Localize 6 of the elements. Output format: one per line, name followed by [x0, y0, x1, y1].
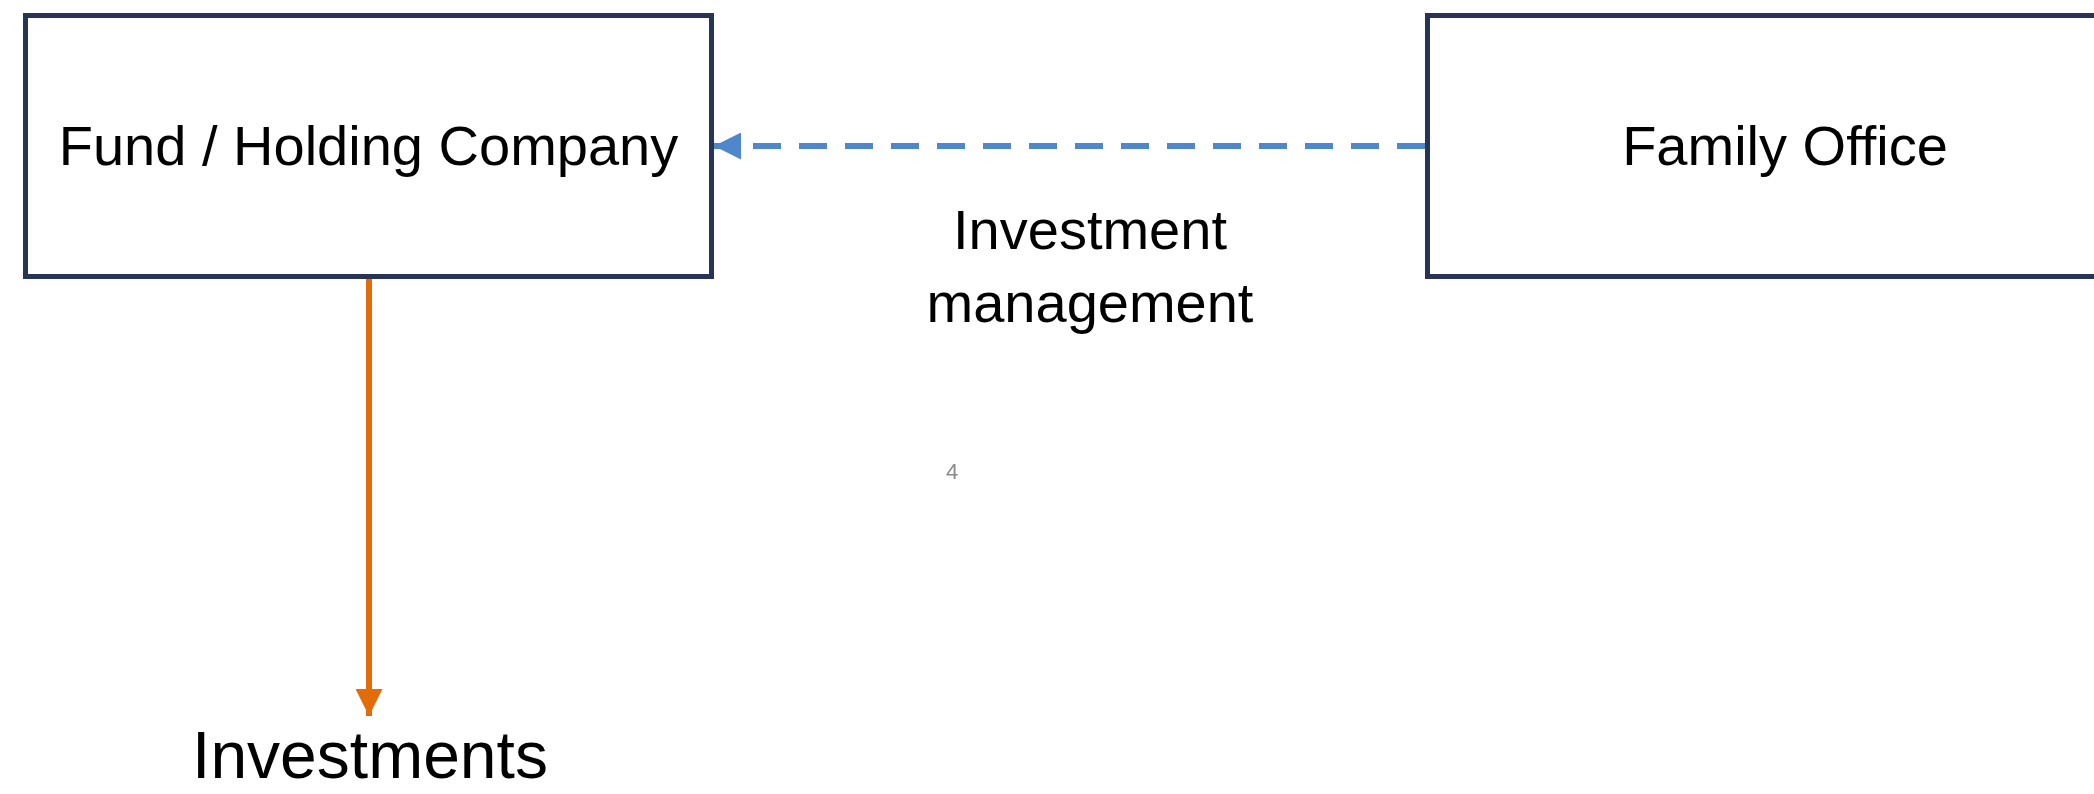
node-label: Investments	[130, 716, 610, 794]
arrow	[355, 279, 383, 716]
arrow	[714, 132, 1425, 160]
process-box: Family Office	[1425, 13, 2094, 279]
page-number: 4	[946, 458, 959, 486]
process-box: Fund / Holding Company	[23, 13, 714, 279]
